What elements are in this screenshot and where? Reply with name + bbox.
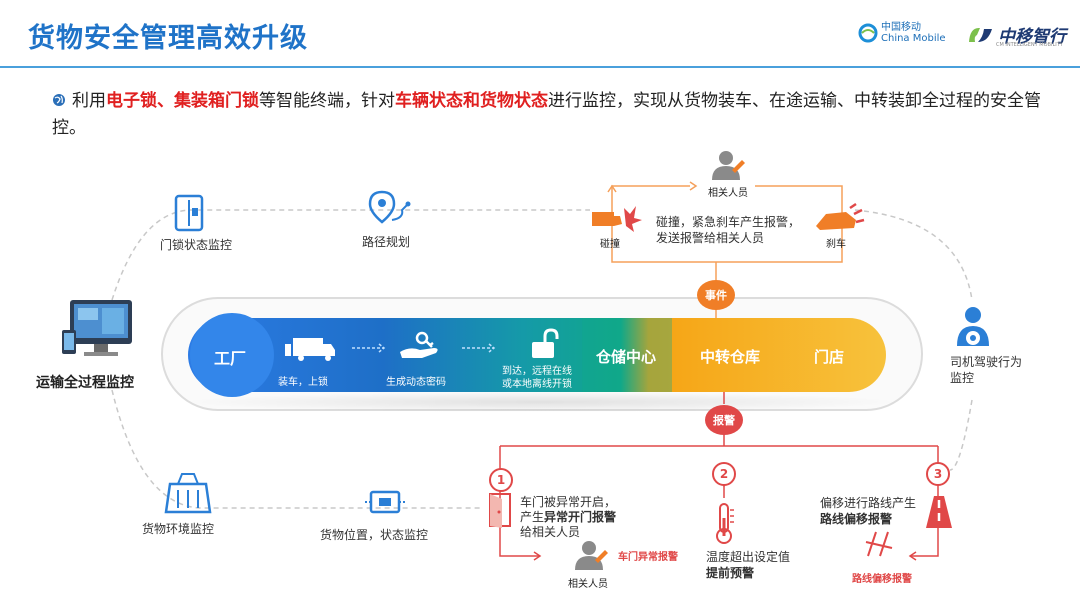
title-divider — [0, 66, 1080, 68]
door-open-icon — [489, 493, 511, 528]
intro-text-1: 利用 — [72, 91, 106, 111]
event-desc-line1: 碰撞，紧急刹车产生报警， — [656, 215, 801, 229]
route-deviation-icon — [865, 531, 893, 557]
cargo-tracking-icon — [365, 490, 405, 514]
unlock-icon — [532, 328, 559, 358]
zhongyi-logo-name: 中移智行 — [998, 27, 1066, 47]
china-mobile-logo: 中国移动 China Mobile — [858, 22, 946, 44]
flow-arrive-line2: 或本地离线开锁 — [502, 379, 572, 390]
hand-key-icon — [400, 331, 438, 358]
door-lock-monitor-label: 门锁状态监控 — [160, 238, 233, 252]
environment-monitor-label: 货物环境监控 — [142, 522, 215, 536]
monitor-icon — [62, 300, 132, 356]
flow-storage-label: 仓储中心 — [596, 348, 657, 366]
flow-arrive-line1: 到达，远程在线 — [502, 366, 572, 377]
alarm2-line2: 提前预警 — [706, 566, 755, 580]
factory-circle — [190, 313, 274, 397]
flow-arrow-1 — [352, 343, 386, 353]
alarm-number-1: 1 — [489, 468, 513, 492]
zhongyi-logo: 中移智行 CM INTELLIGENT MOBILITY — [966, 22, 1066, 48]
outer-loop-top — [111, 209, 590, 301]
flow-transfer-label: 中转仓库 — [700, 348, 761, 366]
person-icon — [575, 541, 608, 570]
road-deviation-icon — [926, 496, 952, 528]
container-icon — [164, 473, 212, 514]
intro-paragraph: 利用电子锁、集装箱门锁等智能终端，针对车辆状态和货物状态进行监控，实现从货物装车… — [52, 88, 1042, 142]
zhongyi-logo-icon — [969, 27, 992, 42]
intro-text-3: 进行监控，实现从货物装车、在途运输、中转装卸全过程的安全管控。 — [52, 91, 1041, 138]
page-title: 货物安全管理高效升级 — [28, 23, 308, 54]
china-mobile-name-cn: 中国移动 — [881, 22, 921, 33]
alarm1-line2-prefix: 产生 — [520, 510, 545, 524]
brake-label: 刹车 — [826, 239, 846, 250]
alarm1-tag: 车门异常报警 — [618, 552, 678, 563]
alarm1-line2-bold: 异常开门报警 — [544, 510, 617, 524]
cargo-position-label: 货物位置，状态监控 — [320, 528, 429, 542]
alarm-loop — [499, 432, 939, 557]
driver-icon — [957, 307, 989, 346]
driver-monitor-label: 司机驾驶行为监控 — [950, 355, 1023, 385]
intro-highlight-2: 车辆状态和货物状态 — [395, 91, 548, 111]
china-mobile-logo-icon — [858, 23, 878, 43]
alarm1-person-label: 相关人员 — [568, 579, 608, 590]
event-desc-line2: 发送报警给相关人员 — [656, 231, 765, 245]
alarm3-line1: 偏移进行路线产生 — [820, 496, 917, 510]
flow-load-label: 装车，上锁 — [278, 377, 328, 388]
alarm3-tag: 路线偏移报警 — [852, 574, 912, 585]
flow-store-label: 门店 — [814, 348, 845, 366]
thermometer-icon — [716, 503, 734, 544]
zhongyi-logo-subtitle: CM INTELLIGENT MOBILITY — [996, 42, 1063, 48]
alarm1-line3: 给相关人员 — [520, 525, 581, 539]
transport-monitor-label: 运输全过程监控 — [36, 375, 134, 391]
alarm-number-3: 3 — [926, 462, 950, 486]
alarm3-line2: 路线偏移报警 — [820, 512, 893, 526]
door-lock-icon — [174, 194, 204, 232]
globe-icon — [53, 94, 65, 106]
outer-loop-bottom — [111, 389, 480, 509]
alarm-number-2: 2 — [712, 462, 736, 486]
intro-text-2: 等智能终端，针对 — [259, 91, 395, 111]
event-badge: 事件 — [697, 280, 735, 310]
collision-label: 碰撞 — [600, 239, 620, 250]
flow-arrow-2 — [462, 343, 496, 353]
alarm2-line1: 温度超出设定值 — [706, 550, 791, 564]
truck-icon — [285, 338, 335, 361]
storage-segment — [582, 318, 672, 392]
route-planning-label: 路径规划 — [362, 235, 411, 249]
flow-code-label: 生成动态密码 — [386, 377, 446, 388]
route-pin-icon — [368, 190, 411, 224]
event-person-label: 相关人员 — [708, 188, 748, 199]
flow-factory-label: 工厂 — [214, 349, 247, 368]
alarm1-line1: 车门被异常开启， — [520, 495, 617, 509]
outer-loop-right — [854, 209, 973, 471]
alarm-badge: 报警 — [705, 405, 743, 435]
collision-icon — [592, 206, 642, 232]
china-mobile-name-en: China Mobile — [881, 33, 946, 44]
intro-highlight-1: 电子锁、集装箱门锁 — [106, 91, 259, 111]
person-icon — [712, 151, 745, 180]
brake-icon — [816, 202, 865, 230]
